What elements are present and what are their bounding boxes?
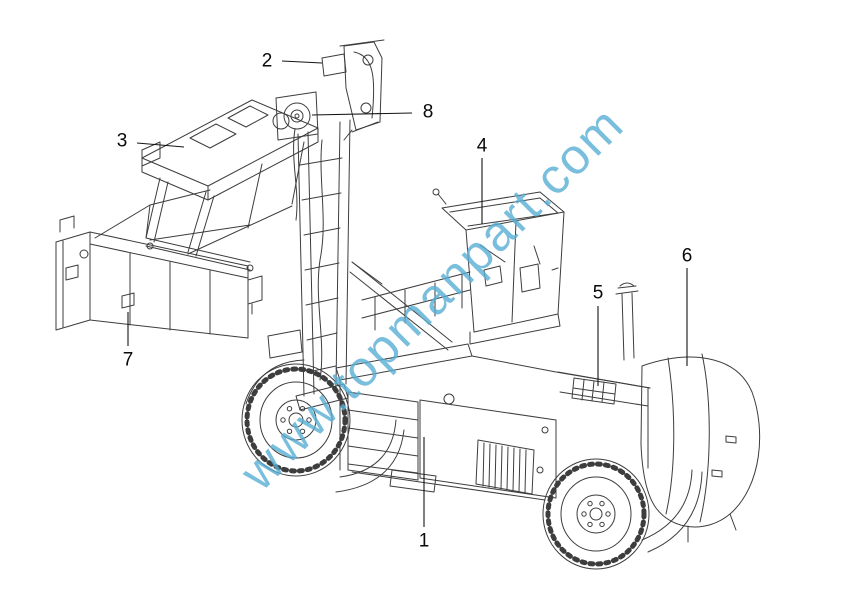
exhaust-stack: [615, 282, 639, 361]
mast: [295, 119, 453, 411]
deck-hatch: [571, 377, 617, 405]
callout-4: 4: [476, 135, 488, 157]
callout-2: 2: [261, 50, 273, 72]
rear-wheel: [542, 458, 703, 570]
callout-7: 7: [122, 349, 134, 371]
leader-lines: [127, 60, 688, 527]
engine-grille: [475, 439, 535, 495]
callout-8: 8: [422, 101, 434, 123]
spreader-attachment: [55, 99, 319, 339]
callout-5: 5: [592, 282, 604, 304]
leader-line-3: [136, 142, 185, 148]
access-steps: [347, 391, 419, 481]
counterweight: [640, 353, 761, 543]
leader-line-2: [281, 60, 323, 64]
callout-1: 1: [418, 530, 430, 552]
chassis-body: [245, 282, 651, 501]
mast-top-carriage: [321, 39, 385, 141]
callout-3: 3: [116, 130, 128, 152]
front-wheel: [241, 363, 405, 493]
leader-line-8: [311, 112, 413, 116]
operator-cab: [432, 188, 565, 345]
guard-rail: [361, 271, 471, 331]
callout-6: 6: [681, 245, 693, 267]
hose-reel: [272, 91, 319, 221]
